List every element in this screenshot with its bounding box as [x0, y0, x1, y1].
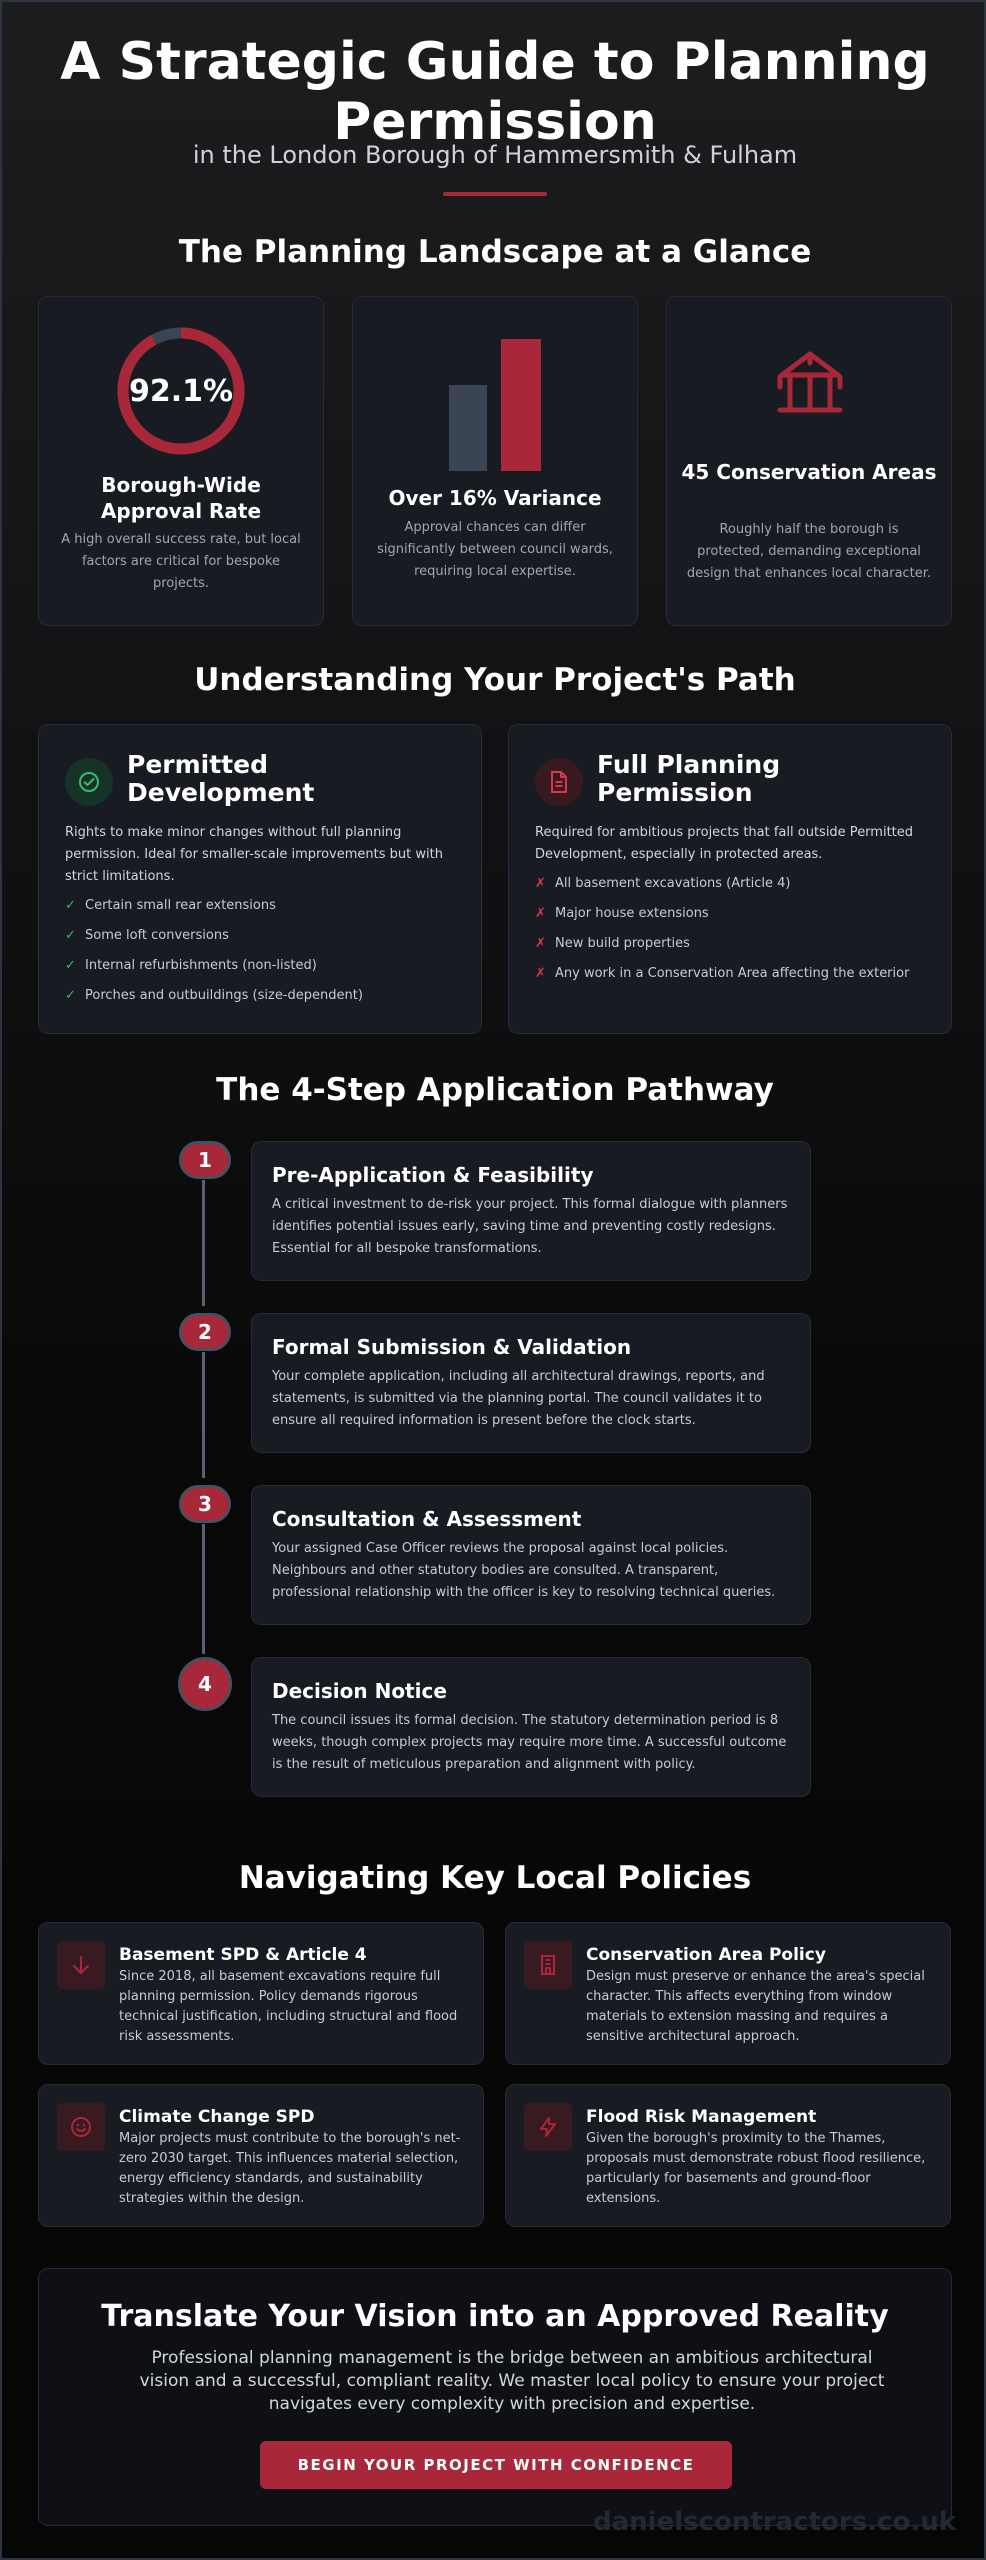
step-title: Decision Notice — [272, 1679, 447, 1703]
step-connector — [202, 1524, 205, 1654]
stat-card-variance: Over 16% Variance Approval chances can d… — [352, 296, 638, 626]
list-item: ✓ Internal refurbishments (non-listed) — [65, 951, 465, 981]
cross-icon: ✗ — [535, 906, 546, 921]
step-card-3: Consultation & Assessment Your assigned … — [251, 1485, 811, 1625]
cta-panel: Translate Your Vision into an Approved R… — [38, 2268, 952, 2526]
title-divider — [443, 192, 547, 196]
policy-desc: Given the borough's proximity to the Tha… — [586, 2131, 926, 2206]
step-title: Pre-Application & Feasibility — [272, 1163, 594, 1187]
variance-title: Over 16% Variance — [388, 486, 602, 510]
variance-bar-chart — [449, 339, 543, 471]
list-item-text: All basement excavations (Article 4) — [555, 876, 791, 891]
watermark: danielscontractors.co.uk — [592, 2507, 956, 2537]
list-item: ✗ Any work in a Conservation Area affecti… — [535, 959, 945, 989]
step-number-4: 4 — [178, 1657, 232, 1711]
lightning-icon — [524, 2103, 572, 2151]
approval-rate-title: Borough-Wide Approval Rate — [100, 473, 262, 523]
check-icon: ✓ — [65, 988, 76, 1003]
page-subtitle: in the London Borough of Hammersmith & F… — [192, 141, 798, 169]
list-item-text: Some loft conversions — [85, 928, 229, 943]
list-item-text: Major house extensions — [555, 906, 709, 921]
step-desc: A critical investment to de-risk your pr… — [272, 1197, 788, 1256]
list-item: ✗ New build properties — [535, 929, 945, 959]
full-planning-permission-title: Full Planning Permission — [597, 750, 781, 807]
policy-desc: Since 2018, all basement excavations req… — [119, 1969, 458, 2044]
list-item: ✓ Some loft conversions — [65, 921, 465, 951]
check-circle-icon — [65, 758, 113, 806]
policy-title: Basement SPD & Article 4 — [119, 1945, 367, 1965]
step-desc: Your assigned Case Officer reviews the p… — [272, 1541, 776, 1600]
stat-card-conservation: 45 Conservation Areas Roughly half the b… — [666, 296, 952, 626]
list-item: ✗ Major house extensions — [535, 899, 945, 929]
policy-desc: Major projects must contribute to the bo… — [119, 2131, 461, 2206]
begin-project-button[interactable]: BEGIN YOUR PROJECT WITH CONFIDENCE — [260, 2441, 732, 2489]
arrow-down-icon — [57, 1941, 105, 1989]
section-heading-project-path: Understanding Your Project's Path — [194, 662, 796, 698]
variance-desc: Approval chances can differ significantl… — [377, 520, 613, 579]
list-item-text: Certain small rear extensions — [85, 898, 276, 913]
conservation-desc: Roughly half the borough is protected, d… — [686, 522, 932, 581]
step-desc: Your complete application, including all… — [272, 1369, 765, 1428]
permitted-development-card: Permitted Development Rights to make min… — [38, 724, 482, 1034]
approval-ring: 92.1% — [117, 327, 245, 455]
cta-desc: Professional planning management is the … — [139, 2348, 885, 2414]
cross-icon: ✗ — [535, 876, 546, 891]
cross-icon: ✗ — [535, 936, 546, 951]
variance-bar-low — [449, 385, 487, 471]
approval-rate-value: 92.1% — [128, 373, 234, 409]
policy-title: Flood Risk Management — [586, 2107, 817, 2127]
check-icon: ✓ — [65, 958, 76, 973]
list-item-text: Any work in a Conservation Area affectin… — [555, 966, 910, 981]
list-item-text: New build properties — [555, 936, 690, 951]
step-connector — [202, 1352, 205, 1478]
step-number-2: 2 — [179, 1313, 231, 1351]
list-item: ✓ Certain small rear extensions — [65, 891, 465, 921]
step-card-4: Decision Notice The council issues its f… — [251, 1657, 811, 1797]
list-item-text: Internal refurbishments (non-listed) — [85, 958, 317, 973]
full-planning-permission-list: ✗ All basement excavations (Article 4) ✗ M… — [535, 869, 945, 989]
step-desc: The council issues its formal decision. … — [272, 1713, 787, 1772]
policy-card-basement: Basement SPD & Article 4 Since 2018, all… — [38, 1922, 484, 2065]
smile-icon — [57, 2103, 105, 2151]
variance-bar-high — [501, 339, 541, 471]
section-heading-landscape: The Planning Landscape at a Glance — [178, 234, 812, 270]
policy-title: Conservation Area Policy — [586, 1945, 826, 1965]
policy-desc: Design must preserve or enhance the area… — [586, 1969, 925, 2044]
full-planning-permission-desc: Required for ambitious projects that fal… — [535, 825, 914, 862]
policy-card-climate: Climate Change SPD Major projects must c… — [38, 2084, 484, 2227]
check-icon: ✓ — [65, 928, 76, 943]
step-number-3: 3 — [179, 1485, 231, 1523]
policy-card-flood: Flood Risk Management Given the borough'… — [505, 2084, 951, 2227]
conservation-title: 45 Conservation Areas — [681, 460, 937, 484]
step-title: Consultation & Assessment — [272, 1507, 582, 1531]
permitted-development-title: Permitted Development — [127, 750, 315, 807]
list-item-text: Porches and outbuildings (size-dependent… — [85, 988, 363, 1003]
policy-title: Climate Change SPD — [119, 2107, 315, 2127]
full-planning-permission-card: Full Planning Permission Required for am… — [508, 724, 952, 1034]
permitted-development-desc: Rights to make minor changes without ful… — [65, 825, 443, 884]
permitted-development-list: ✓ Certain small rear extensions ✓ Some lof… — [65, 891, 465, 1011]
landmark-icon — [777, 351, 843, 413]
page-title: A Strategic Guide to Planning Permission — [60, 32, 930, 152]
check-icon: ✓ — [65, 898, 76, 913]
building-icon — [524, 1941, 572, 1989]
approval-ring-chart — [117, 327, 245, 455]
ring-progress — [117, 327, 245, 455]
step-number-1: 1 — [179, 1141, 231, 1179]
stat-card-approval: 92.1% Borough-Wide Approval Rate A high … — [38, 296, 324, 626]
cta-title: Translate Your Vision into an Approved R… — [101, 2299, 889, 2334]
step-connector — [202, 1180, 205, 1306]
section-heading-policies: Navigating Key Local Policies — [238, 1860, 752, 1896]
document-icon — [535, 758, 583, 806]
list-item: ✓ Porches and outbuildings (size-dependen… — [65, 981, 465, 1011]
policy-card-conservation: Conservation Area Policy Design must pre… — [505, 1922, 951, 2065]
cross-icon: ✗ — [535, 966, 546, 981]
list-item: ✗ All basement excavations (Article 4) — [535, 869, 945, 899]
step-card-1: Pre-Application & Feasibility A critical… — [251, 1141, 811, 1281]
approval-rate-desc: A high overall success rate, but local f… — [61, 532, 301, 591]
step-title: Formal Submission & Validation — [272, 1335, 632, 1359]
step-card-2: Formal Submission & Validation Your comp… — [251, 1313, 811, 1453]
section-heading-pathway: The 4-Step Application Pathway — [216, 1072, 774, 1108]
